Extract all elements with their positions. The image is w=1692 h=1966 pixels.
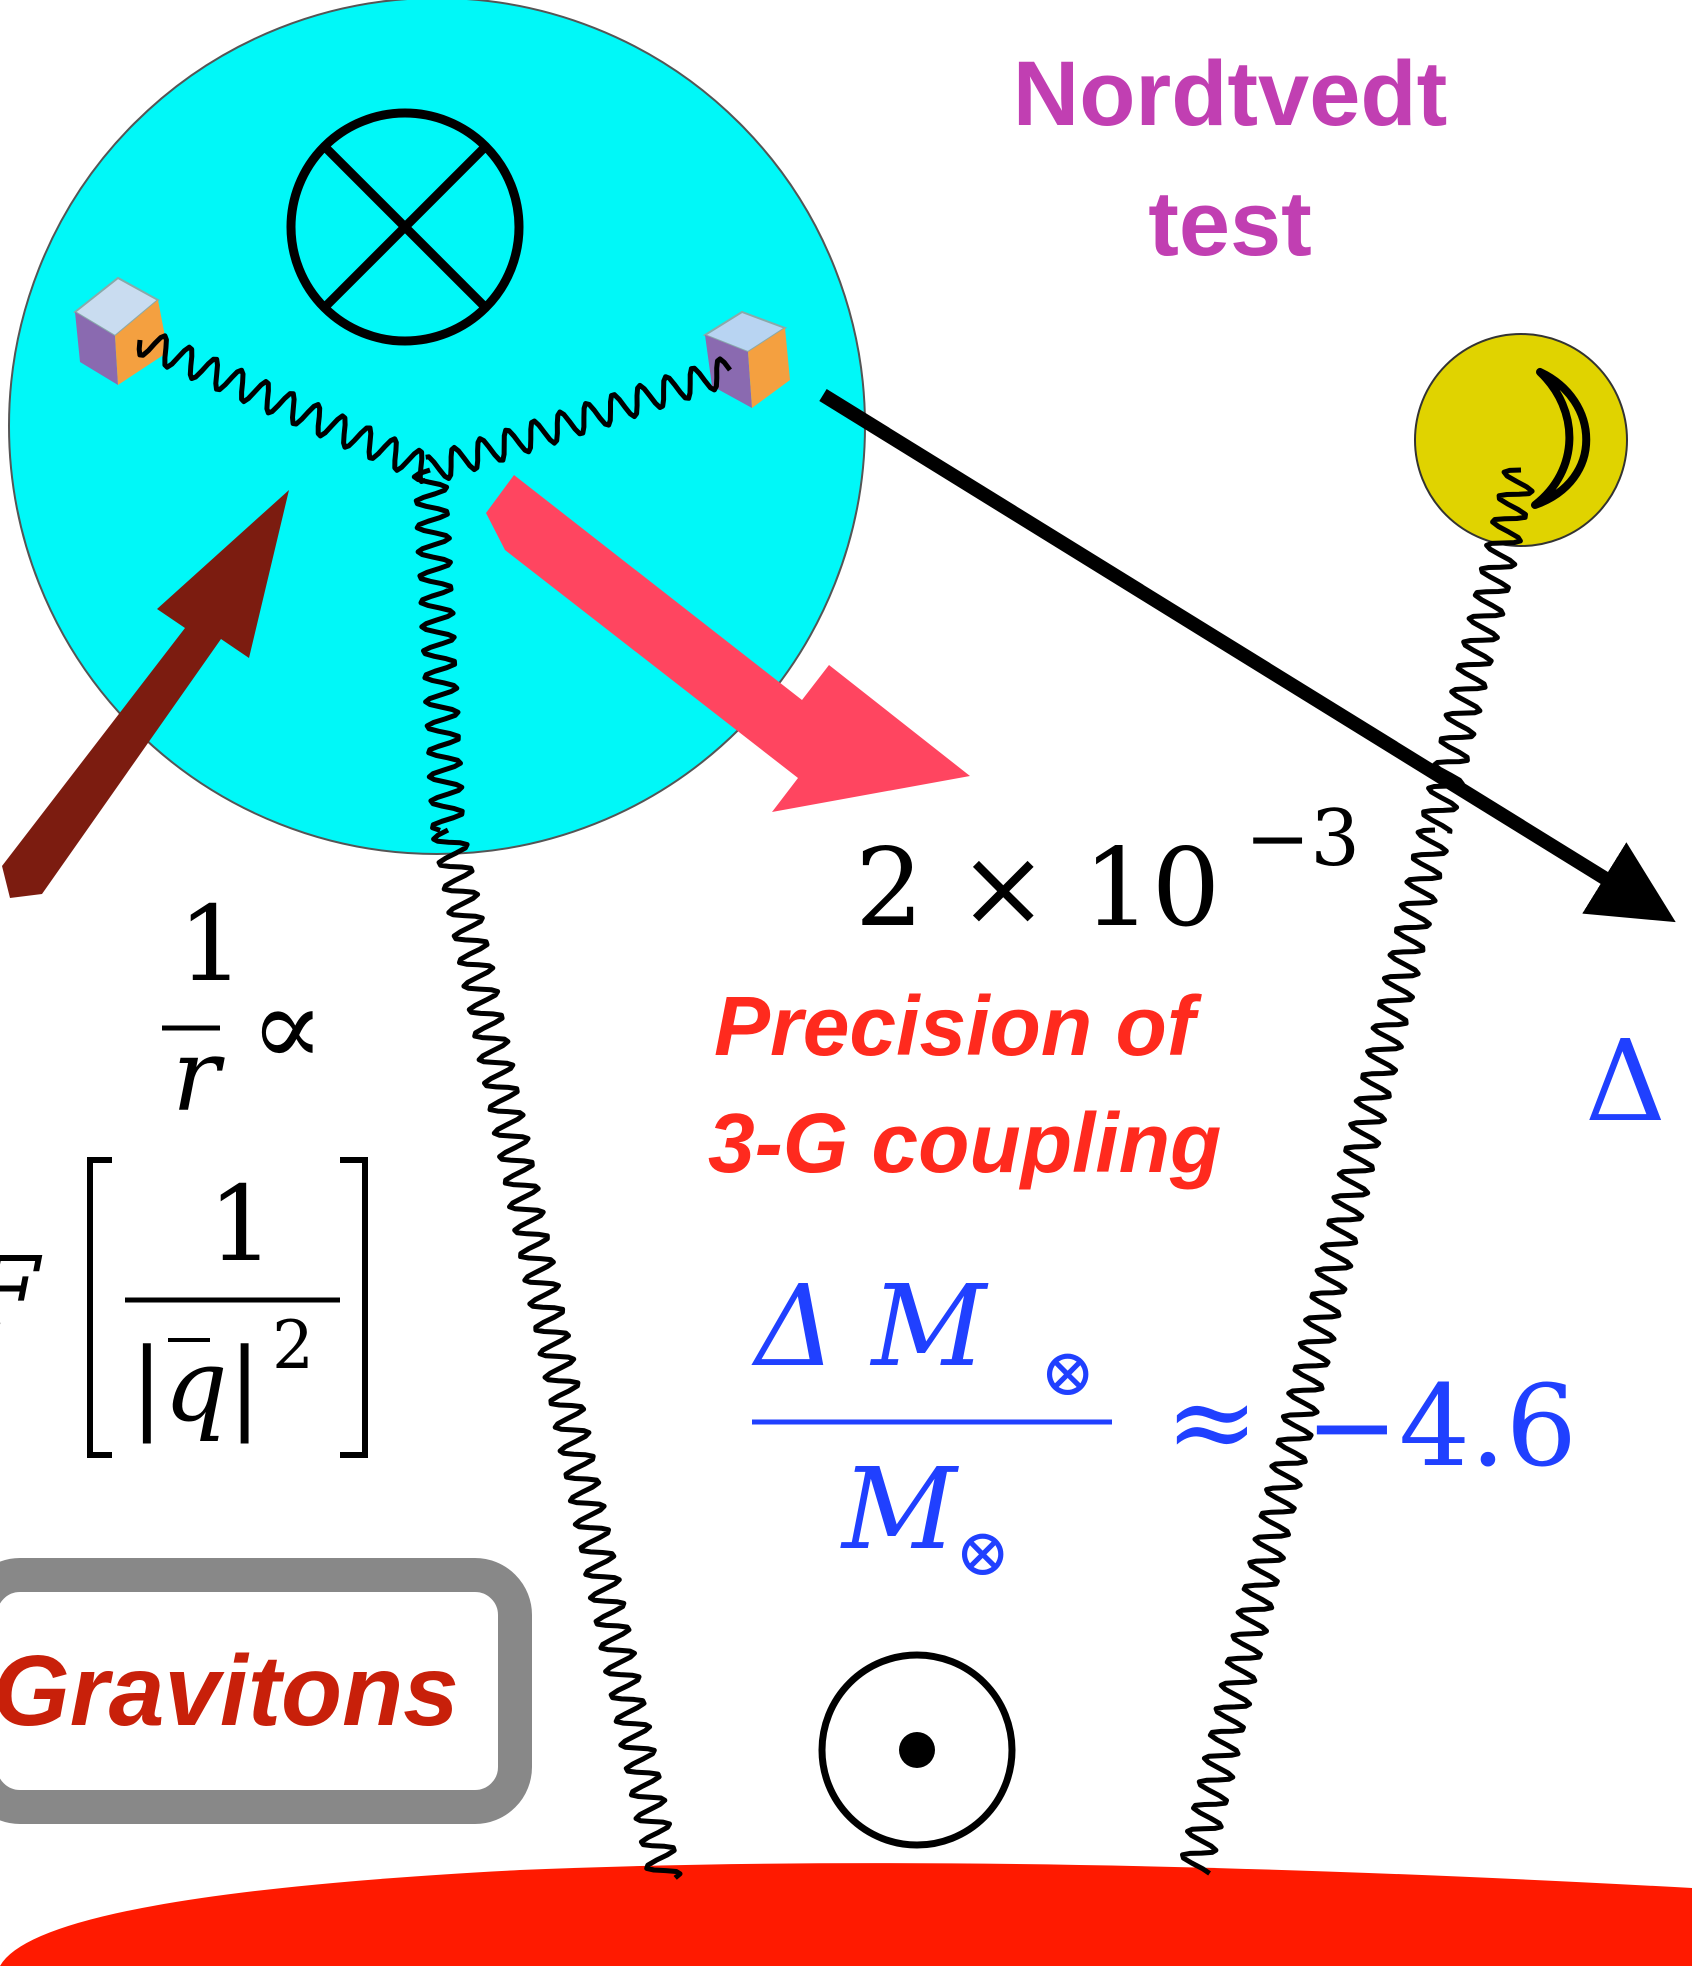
graviton-line-left-cube	[136, 333, 427, 484]
graviton-line-sun-right	[1180, 827, 1449, 1876]
fourier-right-bracket	[340, 1157, 368, 1458]
brown-arrow	[2, 490, 289, 898]
approx-symbol: ≈	[1165, 1357, 1259, 1487]
nordtvedt-label-line1: Nordtvedt	[1013, 43, 1447, 145]
fourier-numerator: 1	[208, 1163, 274, 1285]
gravitons-label: Gravitons	[0, 1635, 459, 1747]
mass-numerator: Δ M	[751, 1262, 988, 1392]
black-arrow	[819, 389, 1676, 923]
gravitons-box	[0, 1558, 532, 1824]
moon-icon	[1414, 333, 1628, 547]
precision-label-line2: 3-G coupling	[708, 1096, 1221, 1190]
fourier-left-bracket	[87, 1157, 112, 1458]
inverse-r-numerator: 1	[178, 883, 244, 1005]
otimes-icon	[286, 108, 524, 346]
proportional-symbol: ∝	[250, 963, 324, 1091]
graviton-line-center	[411, 467, 465, 833]
fourier-prefix: F	[0, 1235, 43, 1352]
mass-numerator-otimes: ⊗	[1040, 1334, 1095, 1411]
fourier-denominator: |q|	[130, 1327, 261, 1444]
mass-value: −4.6	[1305, 1362, 1577, 1492]
sun-icon	[818, 1651, 1016, 1849]
precision-label-line1: Precision of	[714, 979, 1202, 1073]
mass-denominator-otimes: ⊗	[955, 1514, 1010, 1591]
delta-partial: Δ	[1585, 1017, 1666, 1147]
fourier-denominator-exponent: 2	[272, 1307, 314, 1384]
mass-denominator: M	[840, 1445, 959, 1575]
test-mass-cube-right	[702, 310, 790, 408]
nordtvedt-label-line2: test	[1148, 173, 1312, 275]
pink-arrow	[486, 475, 970, 812]
scale-value: 2 × 10	[855, 826, 1220, 951]
graviton-line-right-cube	[425, 356, 732, 481]
graviton-line-sun-left	[431, 827, 683, 1880]
earth-body	[0, 1863, 1692, 1966]
inverse-r-denominator: r	[172, 1017, 225, 1134]
scale-exponent: −3	[1245, 794, 1360, 884]
